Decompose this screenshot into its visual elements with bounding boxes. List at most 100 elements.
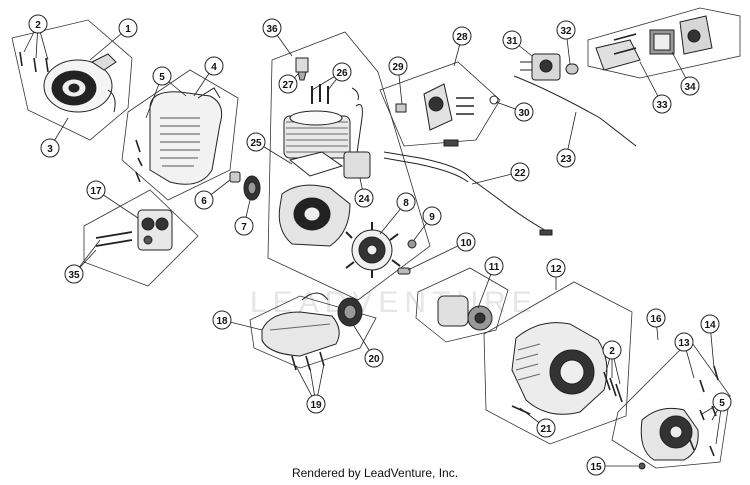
callout-1[interactable]: 1 bbox=[118, 18, 138, 38]
callout-32[interactable]: 32 bbox=[556, 20, 576, 40]
svg-text:16: 16 bbox=[650, 314, 662, 325]
svg-text:2: 2 bbox=[609, 346, 615, 357]
clutch bbox=[437, 295, 493, 331]
group-outline-filter bbox=[587, 7, 741, 79]
callout-19[interactable]: 19 bbox=[306, 394, 326, 414]
svg-text:24: 24 bbox=[358, 194, 370, 205]
carb-bracket bbox=[395, 83, 499, 131]
carburetor bbox=[513, 53, 637, 147]
svg-text:2: 2 bbox=[35, 20, 41, 31]
svg-text:9: 9 bbox=[429, 212, 435, 223]
svg-text:31: 31 bbox=[506, 36, 518, 47]
muffler bbox=[243, 175, 261, 201]
callout-29[interactable]: 29 bbox=[388, 56, 408, 76]
group-outline-airbox bbox=[83, 189, 199, 287]
svg-text:13: 13 bbox=[678, 338, 690, 349]
engine-block bbox=[278, 57, 371, 247]
callout-10[interactable]: 10 bbox=[456, 232, 476, 252]
callout-22[interactable]: 22 bbox=[510, 162, 530, 182]
callout-6[interactable]: 6 bbox=[194, 190, 214, 210]
callout-27[interactable]: 27 bbox=[278, 74, 298, 94]
svg-text:25: 25 bbox=[250, 138, 262, 149]
air-filter bbox=[595, 15, 713, 71]
svg-text:33: 33 bbox=[656, 100, 668, 111]
recoil-starter bbox=[19, 51, 117, 113]
callout-18[interactable]: 18 bbox=[212, 310, 232, 330]
callout-24[interactable]: 24 bbox=[354, 188, 374, 208]
group-outline-starter bbox=[11, 19, 133, 141]
svg-text:5: 5 bbox=[719, 398, 725, 409]
group-outline-tank bbox=[249, 295, 377, 369]
svg-text:1: 1 bbox=[125, 24, 131, 35]
callout-2b[interactable]: 2 bbox=[602, 340, 622, 360]
callout-33[interactable]: 33 bbox=[652, 94, 672, 114]
callout-21[interactable]: 21 bbox=[536, 418, 556, 438]
callout-8[interactable]: 8 bbox=[396, 192, 416, 212]
svg-text:28: 28 bbox=[456, 32, 468, 43]
callout-20[interactable]: 20 bbox=[364, 348, 384, 368]
callout-12[interactable]: 12 bbox=[546, 258, 566, 278]
callout-2a[interactable]: 2 bbox=[28, 14, 48, 34]
svg-text:35: 35 bbox=[68, 270, 80, 281]
callout-9[interactable]: 9 bbox=[422, 206, 442, 226]
callout-34[interactable]: 34 bbox=[680, 76, 700, 96]
callout-5b[interactable]: 5 bbox=[712, 392, 732, 412]
svg-text:21: 21 bbox=[540, 424, 552, 435]
fan-housing bbox=[511, 322, 623, 415]
svg-text:3: 3 bbox=[47, 144, 53, 155]
callout-3[interactable]: 3 bbox=[40, 138, 60, 158]
callout-13[interactable]: 13 bbox=[674, 332, 694, 352]
svg-text:18: 18 bbox=[216, 316, 228, 327]
svg-text:26: 26 bbox=[336, 68, 348, 79]
callout-4[interactable]: 4 bbox=[204, 56, 224, 76]
callout-11[interactable]: 11 bbox=[484, 256, 504, 276]
svg-text:29: 29 bbox=[392, 62, 404, 73]
svg-text:15: 15 bbox=[590, 462, 602, 473]
callout-26[interactable]: 26 bbox=[332, 62, 352, 82]
group-outline-housing bbox=[121, 69, 239, 201]
callout-14[interactable]: 14 bbox=[700, 314, 720, 334]
svg-text:36: 36 bbox=[266, 24, 278, 35]
svg-text:8: 8 bbox=[403, 198, 409, 209]
svg-text:32: 32 bbox=[560, 26, 572, 37]
clutch-drum bbox=[640, 365, 719, 461]
callout-28[interactable]: 28 bbox=[452, 26, 472, 46]
svg-text:20: 20 bbox=[368, 354, 380, 365]
svg-text:10: 10 bbox=[460, 238, 472, 249]
group-outline-engine bbox=[267, 31, 431, 301]
fuel-tank bbox=[261, 292, 363, 371]
callout-25[interactable]: 25 bbox=[246, 132, 266, 152]
flywheel bbox=[345, 222, 401, 278]
callout-17[interactable]: 17 bbox=[86, 180, 106, 200]
callout-5a[interactable]: 5 bbox=[152, 66, 172, 86]
callout-15[interactable]: 15 bbox=[586, 456, 606, 476]
svg-text:22: 22 bbox=[514, 168, 526, 179]
callout-16[interactable]: 16 bbox=[646, 308, 666, 328]
svg-text:14: 14 bbox=[704, 320, 716, 331]
svg-text:30: 30 bbox=[518, 108, 530, 119]
svg-text:27: 27 bbox=[282, 80, 294, 91]
footer-credit: Rendered by LeadVenture, Inc. bbox=[291, 466, 459, 480]
svg-text:17: 17 bbox=[90, 186, 102, 197]
group-outline-bracket bbox=[379, 61, 501, 147]
engine-shroud bbox=[135, 87, 223, 185]
svg-text:23: 23 bbox=[560, 154, 572, 165]
callout-30[interactable]: 30 bbox=[514, 102, 534, 122]
svg-text:6: 6 bbox=[201, 196, 207, 207]
air-box bbox=[95, 209, 173, 251]
callout-35[interactable]: 35 bbox=[64, 264, 84, 284]
callout-23[interactable]: 23 bbox=[556, 148, 576, 168]
svg-text:7: 7 bbox=[241, 222, 247, 233]
callout-7[interactable]: 7 bbox=[234, 216, 254, 236]
svg-text:4: 4 bbox=[211, 62, 217, 73]
svg-text:11: 11 bbox=[489, 262, 500, 273]
woodruff-key bbox=[397, 267, 411, 275]
washer bbox=[407, 239, 417, 249]
callout-36[interactable]: 36 bbox=[262, 18, 282, 38]
callout-31[interactable]: 31 bbox=[502, 30, 522, 50]
group-outline-clutch bbox=[415, 267, 509, 343]
svg-text:34: 34 bbox=[684, 82, 696, 93]
svg-text:5: 5 bbox=[159, 72, 165, 83]
wire-harness bbox=[383, 139, 553, 236]
